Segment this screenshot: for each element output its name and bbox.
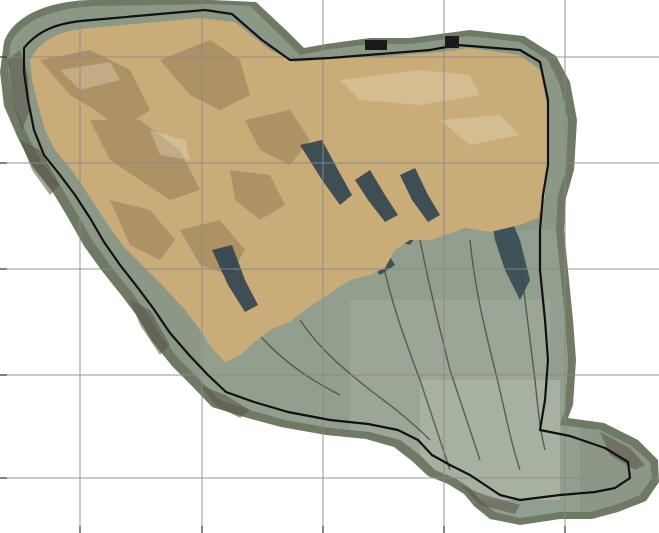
study-area-boundary [22, 8, 632, 502]
arid-dissection [212, 140, 440, 312]
image-gap-mark [365, 40, 387, 50]
grid-ticks [0, 56, 566, 533]
ridge-highlights [60, 62, 520, 160]
image-gap-mark [445, 36, 459, 48]
